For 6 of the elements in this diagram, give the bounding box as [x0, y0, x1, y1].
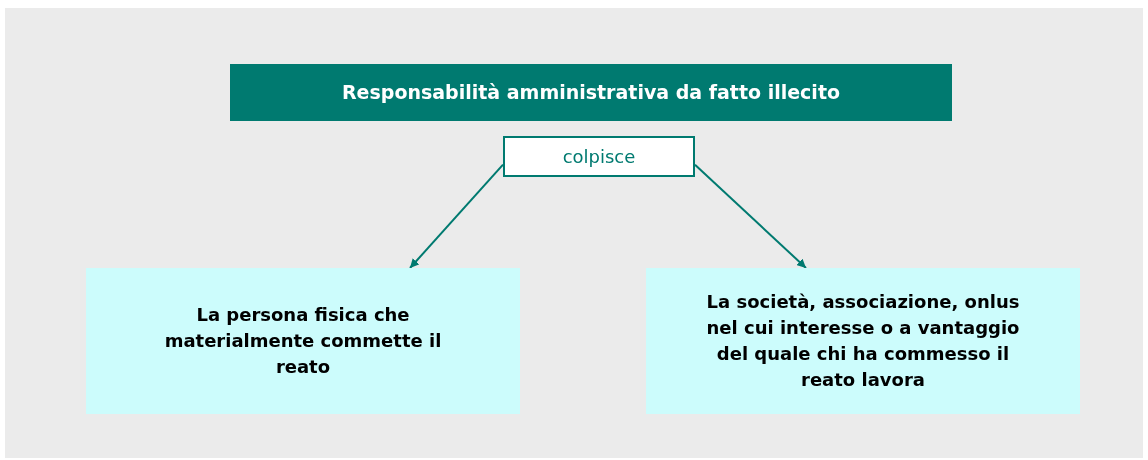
process-box: La società, associazione, onlus nel cui interesse o a vantaggio del quale chi ha commesso il reato lavora [646, 268, 1080, 414]
title-box: Responsabilità amministrativa da fatto illecito [230, 64, 952, 121]
arrow [409, 163, 504, 269]
process-box: La persona fisica che materialmente commette il reato [86, 268, 520, 414]
label-box: colpisce [503, 136, 695, 177]
arrow [694, 163, 807, 269]
